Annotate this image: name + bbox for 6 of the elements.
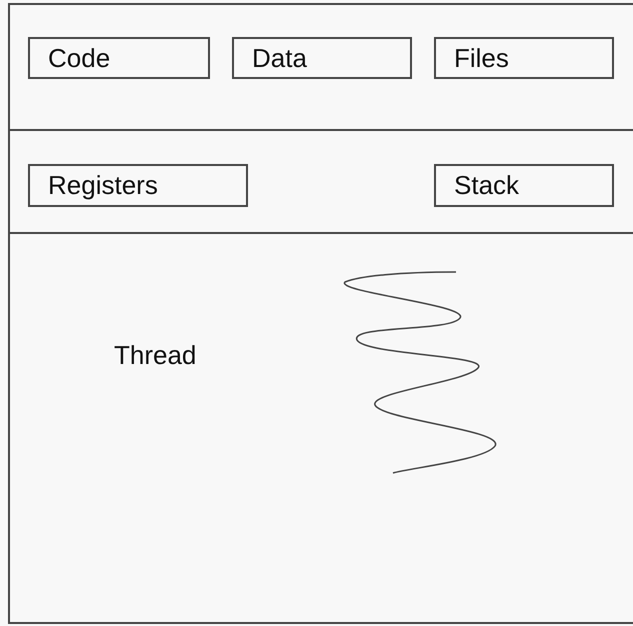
thread-label: Thread (114, 339, 196, 372)
process-box: Data (232, 37, 412, 79)
process-box: Registers (28, 164, 248, 207)
process-box: Code (28, 37, 210, 79)
process-box: Files (434, 37, 614, 79)
process-box: Stack (434, 164, 614, 207)
